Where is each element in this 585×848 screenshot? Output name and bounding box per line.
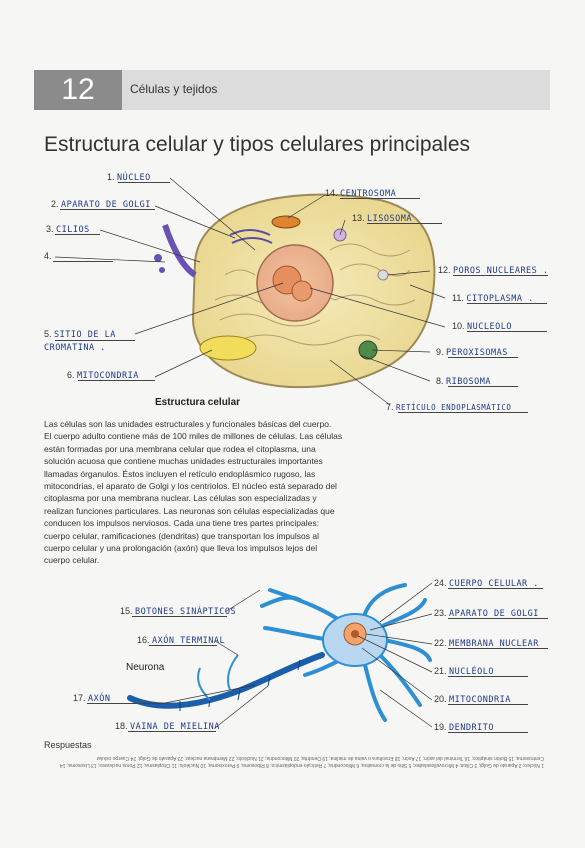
chapter-title: Células y tejidos: [130, 82, 218, 96]
neuron-label-18: 18. VAINA DE MIELINA: [115, 721, 220, 732]
answer-line-4: [53, 261, 113, 262]
answer-line-8: [448, 386, 518, 387]
answer-line-20: [448, 704, 528, 705]
cell-caption: Estructura celular: [155, 397, 241, 408]
chapter-header-bar: [122, 70, 550, 110]
body-text: Las células son las unidades estructural…: [44, 418, 344, 567]
neuron-label-20: 20. MITOCONDRIA: [434, 694, 511, 705]
cell-label-4: 4.: [44, 251, 52, 261]
cell-label-3: 3. CILIOS: [46, 224, 90, 235]
neuron-caption: Neurona: [126, 662, 165, 673]
chapter-number: 12: [34, 70, 122, 110]
answers-text: 1 Núcleo; 2 Aparato de Golgi; 3 Cilios; …: [59, 755, 544, 768]
centrosome: [271, 215, 301, 229]
answer-line-2: [60, 209, 155, 210]
myelin-segments: [179, 659, 301, 711]
leader-lines-neuron: [164, 582, 433, 729]
cell-label-12: 12. POROS NUCLEARES .: [438, 265, 549, 276]
answer-line-18: [128, 731, 216, 732]
neuron-label-23: 23. APARATO DE GOLGI: [434, 608, 539, 619]
cilia: [162, 224, 197, 278]
neuron-label-15: 15. BOTONES SINÁPTICOS: [120, 606, 237, 617]
neuron-label-21: 21. NUCLÉOLO: [434, 666, 494, 677]
answer-line-10: [467, 331, 547, 332]
axon-terminals: [197, 654, 239, 701]
neuron-label-24: 24. CUERPO CELULAR .: [434, 578, 539, 589]
answers-heading: Respuestas: [44, 740, 92, 750]
body-paragraph-1: Las células son las unidades estructural…: [44, 419, 332, 429]
golgi: [229, 229, 273, 244]
cell-label-6: 6. MITOCONDRIA: [67, 370, 139, 381]
cell-label-2: 2. APARATO DE GOLGI: [51, 199, 151, 210]
answer-line-12: [453, 275, 548, 276]
answer-line-21: [448, 676, 528, 677]
neuron-label-17: 17. AXÓN: [73, 693, 111, 704]
cell-label-7: 7. RETÍCULO ENDOPLASMÁTICO: [386, 402, 512, 412]
cell-label-8: 8. RIBOSOMA: [436, 376, 491, 387]
neuron-label-19: 19. DENDRITO: [434, 722, 494, 733]
answer-line-19: [448, 732, 528, 733]
answer-line-15: [132, 616, 227, 617]
answer-line-1: [118, 182, 170, 183]
answer-line-6: [78, 380, 155, 381]
answer-line-16: [149, 645, 217, 646]
body-paragraph-2: El cuerpo adulto contiene más de 100 mil…: [44, 431, 343, 566]
answer-line-17: [87, 703, 167, 704]
answer-line-22: [448, 648, 548, 649]
cell-label-10: 10. NUCLEOLO: [452, 321, 512, 332]
cell-label-14: 14. CENTROSOMA: [325, 188, 397, 199]
answer-line-24: [448, 588, 543, 589]
cell-label-13: 13. LISOSOMA: [352, 213, 412, 224]
answer-line-23: [448, 618, 548, 619]
answer-line-13: [367, 223, 442, 224]
answer-line-14: [340, 198, 420, 199]
neuron-label-16: 16. AXÓN TERMINAL: [137, 635, 226, 646]
mitochondrion: [199, 335, 257, 361]
leader-lines-cell: [54, 177, 446, 406]
neuron-label-22: 22. MEMBRANA NUCLEAR: [434, 638, 539, 649]
cell-label-11: 11. CITOPLASMA .: [452, 293, 534, 304]
cell-label-9: 9. PEROXISOMAS: [436, 347, 508, 358]
cell-label-5: 5. SITIO DE LA CROMATINA .: [44, 329, 116, 353]
answer-line-11: [467, 303, 547, 304]
page-title: Estructura celular y tipos celulares pri…: [44, 133, 471, 156]
answer-line-9: [448, 357, 518, 358]
er-lines: [214, 243, 416, 346]
answer-line-3: [55, 234, 100, 235]
cell-label-1: 1. NÚCLEO: [107, 172, 151, 183]
answer-line-5: [55, 340, 135, 341]
answer-line-7: [398, 412, 528, 413]
